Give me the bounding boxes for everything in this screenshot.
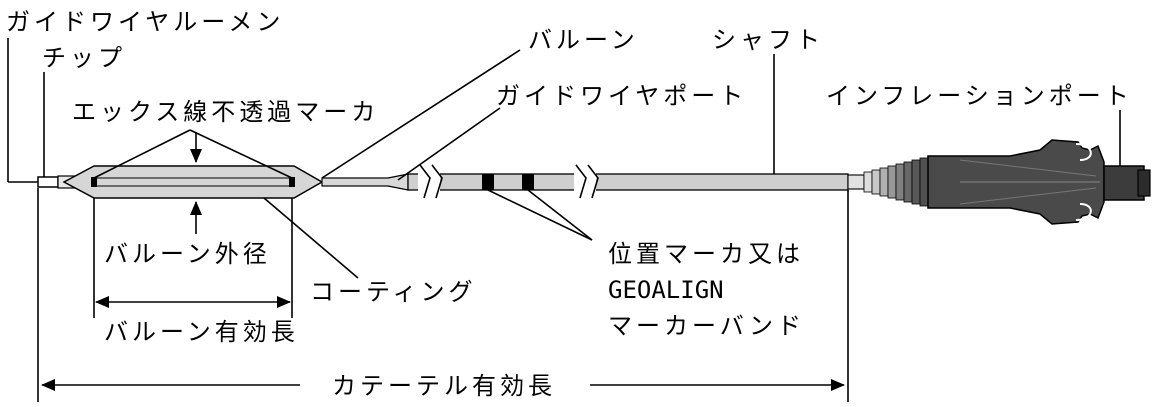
balloon	[62, 165, 324, 199]
guidewire-port	[387, 173, 409, 191]
mid-shaft	[407, 173, 849, 191]
proximal-shaft	[847, 174, 865, 190]
label-radiopaque-marker: エックス線不透過マーカ	[72, 98, 379, 126]
label-balloon-outer-diameter: バルーン外径	[104, 240, 271, 268]
label-catheter-effective-length: カテーテル有効長	[332, 372, 556, 400]
shaft-break-2	[574, 164, 599, 199]
catheter	[8, 139, 1151, 225]
shaft-break-1	[418, 164, 443, 199]
position-marker-band-1	[482, 174, 494, 190]
label-position-marker-3: マーカーバンド	[608, 312, 805, 340]
radiopaque-marker-left	[91, 177, 97, 187]
distal-shaft	[321, 177, 393, 187]
label-shaft: シャフト	[712, 26, 824, 54]
label-balloon-effective-length: バルーン有効長	[104, 318, 299, 346]
catheter-tip	[37, 176, 59, 188]
label-coating: コーティング	[310, 278, 477, 306]
label-tip: チップ	[42, 44, 126, 72]
label-guidewire-port: ガイドワイヤポート	[496, 82, 747, 110]
radiopaque-marker-right	[289, 177, 295, 187]
leader-lines	[7, 38, 1121, 279]
strain-relief	[863, 157, 929, 207]
balloon-length-dimension	[93, 198, 293, 318]
position-marker-band-2	[522, 174, 534, 190]
label-balloon: バルーン	[528, 26, 639, 54]
label-position-marker-2: GEOALIGN	[608, 276, 724, 304]
label-inflation-port: インフレーションポート	[826, 82, 1133, 110]
label-guidewire-lumen: ガイドワイヤルーメン	[6, 8, 284, 36]
inflation-port-connector	[1103, 165, 1145, 201]
catheter-length-dimension	[37, 188, 849, 402]
label-position-marker-1: 位置マーカ又は	[608, 240, 804, 268]
